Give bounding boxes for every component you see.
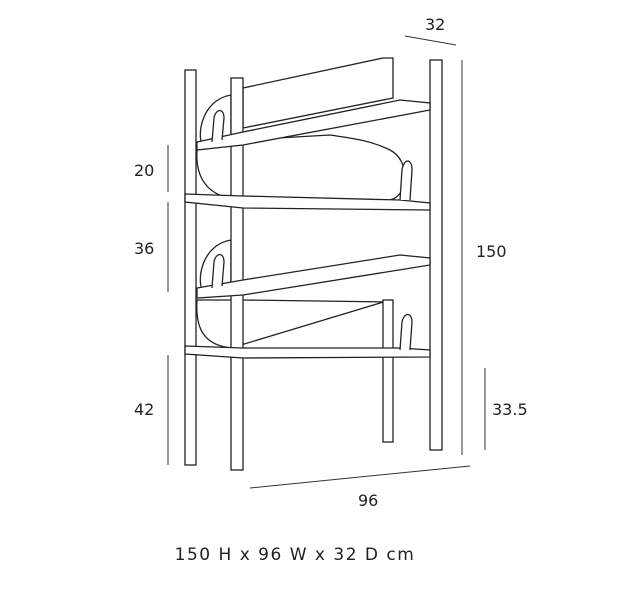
curved-panel-bottom	[196, 299, 391, 349]
hook-3	[211, 253, 225, 289]
shelf-4	[184, 345, 431, 359]
dim-right-leg-label: 33.5	[492, 400, 528, 419]
post-left-back	[184, 69, 197, 466]
hook-1	[211, 109, 225, 143]
dim-gap-bottom-label: 42	[134, 400, 154, 419]
post-right-front	[429, 59, 443, 451]
dim-gap-top-label: 20	[134, 161, 154, 180]
hook-4	[399, 313, 413, 351]
dimension-lines	[167, 35, 486, 489]
hook-2	[399, 160, 413, 201]
post-right-back	[382, 299, 394, 443]
shelf-3	[196, 254, 431, 299]
shelf-1	[196, 99, 431, 151]
dim-width-label: 96	[358, 491, 378, 510]
dimensions-caption: 150 H x 96 W x 32 D cm	[174, 545, 416, 565]
shelf-2	[184, 193, 431, 211]
dim-gap-middle-label: 36	[134, 239, 154, 258]
dim-height-label: 150	[476, 242, 507, 261]
dim-depth-label: 32	[425, 15, 445, 34]
post-left-front	[230, 77, 244, 471]
